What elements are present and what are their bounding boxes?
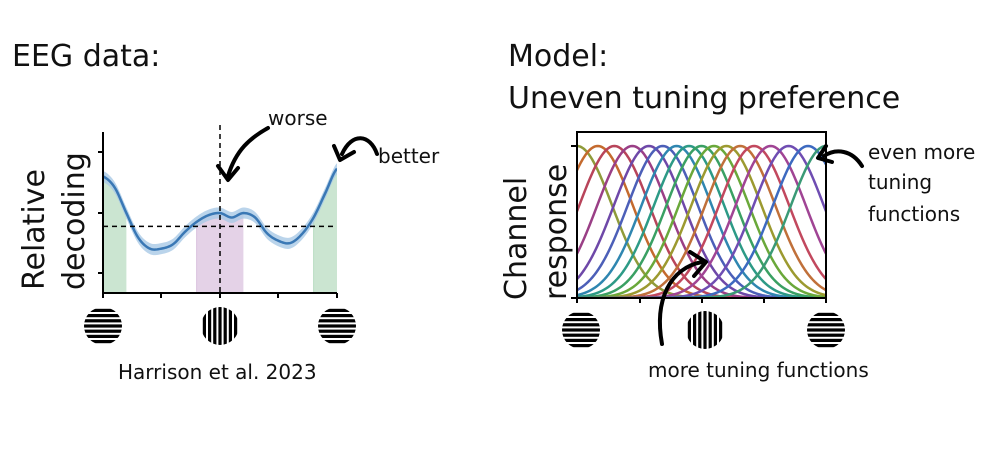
annotation-more-tuning: more tuning functions <box>648 358 869 382</box>
annotation-arrows <box>216 126 864 346</box>
arrow-more <box>657 260 704 346</box>
arrow-better <box>340 136 379 156</box>
arrow-even-more <box>822 149 864 168</box>
shaded-region-2 <box>313 168 337 293</box>
right-title-line1: Model: <box>508 39 609 74</box>
arrow-worse-head <box>216 164 240 182</box>
arrow-better-head <box>332 144 356 162</box>
annotation-even-more-line2: tuning <box>868 170 933 194</box>
vertical-grating-icon <box>686 311 724 349</box>
tuning-curve <box>577 144 826 298</box>
grating-icons <box>84 307 845 349</box>
horizontal-grating-icon <box>562 311 600 349</box>
right-title-line2: Uneven tuning preference <box>508 81 901 116</box>
eeg-decoding-plot <box>98 125 338 298</box>
tuning-curve <box>577 144 826 298</box>
shaded-region-0 <box>103 176 127 293</box>
horizontal-grating-icon <box>807 311 845 349</box>
horizontal-grating-icon <box>318 307 356 345</box>
arrow-more-head <box>688 250 708 278</box>
annotation-better: better <box>378 144 440 168</box>
vertical-grating-icon <box>201 307 239 345</box>
arrow-worse <box>226 126 270 178</box>
tuning-curve <box>577 144 826 298</box>
tuning-curve <box>577 144 826 298</box>
citation-caption: Harrison et al. 2023 <box>118 360 317 384</box>
annotation-even-more-line1: even more <box>868 140 976 164</box>
annotation-worse: worse <box>268 106 328 130</box>
horizontal-grating-icon <box>84 307 122 345</box>
annotation-even-more-line3: functions <box>868 202 961 226</box>
left-title: EEG data: <box>12 39 161 74</box>
tuning-model-plot <box>571 131 827 303</box>
arrow-even-more-head <box>816 144 834 164</box>
